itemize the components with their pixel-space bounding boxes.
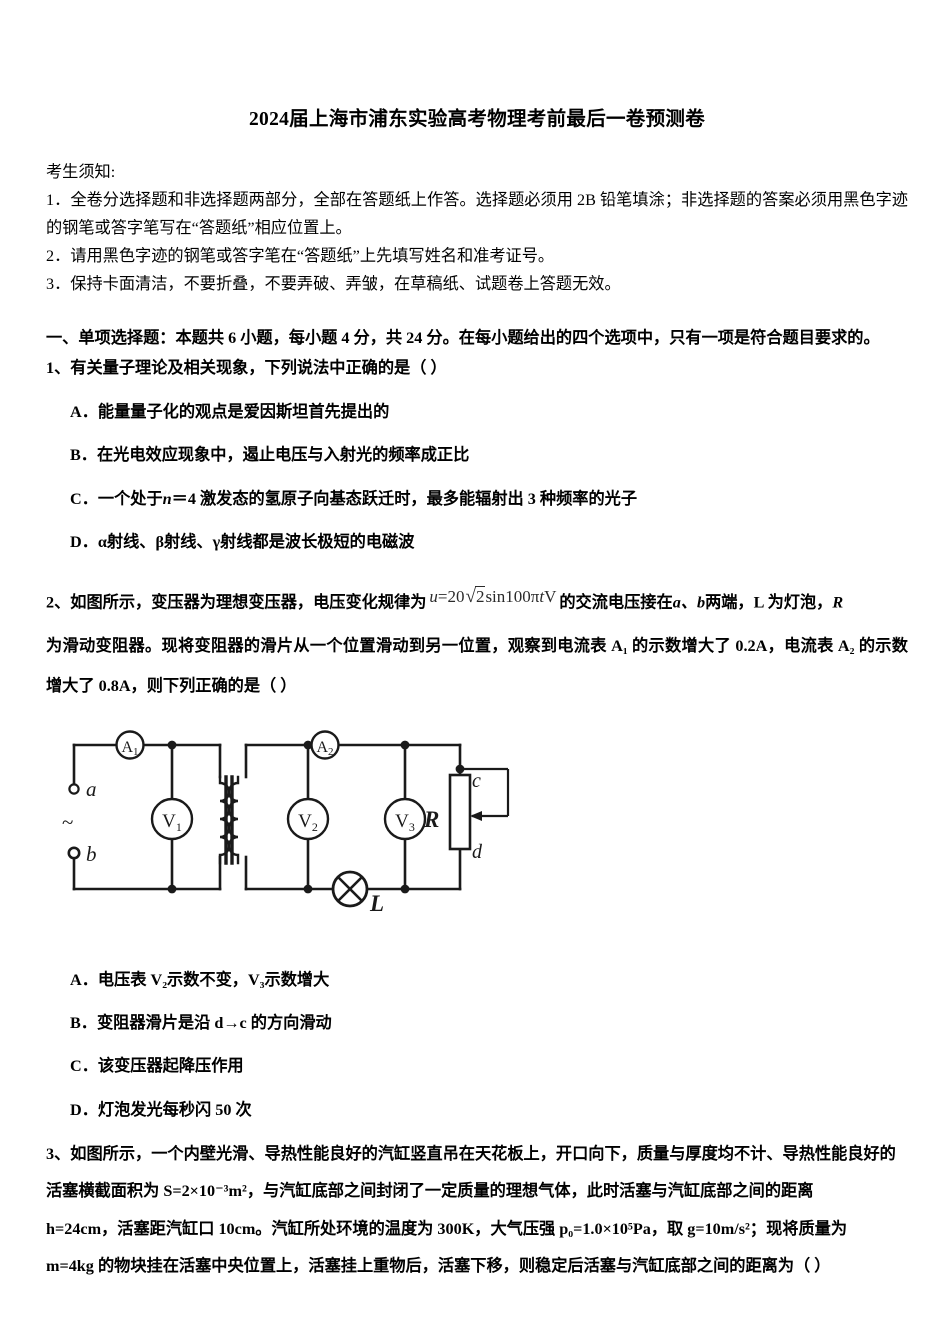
question-2-option-c: C．该变压器起降压作用 — [46, 1054, 908, 1078]
notice-item-1: 1．全卷分选择题和非选择题两部分，全部在答题纸上作答。选择题必须用 2B 铅笔填… — [46, 191, 908, 238]
candidate-notice: 考生须知: 1．全卷分选择题和非选择题两部分，全部在答题纸上作答。选择题必须用 … — [46, 159, 908, 298]
notice-heading: 考生须知: — [46, 163, 116, 182]
option-label-d: D． — [70, 533, 98, 552]
page-content: 2024届上海市浦东实验高考物理考前最后一卷预测卷 考生须知: 1．全卷分选择题… — [46, 0, 908, 1285]
ammeter-1-icon — [115, 730, 145, 760]
question-2-number: 2、 — [46, 593, 71, 612]
question-2-text-mid2: 两端，L 为灯泡， — [705, 593, 833, 612]
question-2-option-b: B．变阻器滑片是沿 d→c 的方向滑动 — [46, 1011, 908, 1035]
terminal-a-label: a — [86, 777, 97, 801]
question-3-number: 3、 — [46, 1145, 71, 1164]
voltmeter-2-icon — [286, 797, 330, 841]
question-3: 3、如图所示，一个内壁光滑、导热性能良好的汽缸竖直吊在天花板上，开口向下，质量与… — [46, 1136, 908, 1285]
circuit-svg: a b ~ A1 V1 V2 A2 V3 — [62, 730, 510, 916]
transformer-circuit-diagram: a b ~ A1 V1 V2 A2 V3 — [60, 721, 908, 946]
rheostat-terminal-c-label: c — [472, 770, 481, 792]
option-label-c: C． — [70, 1057, 98, 1076]
section-heading: 一、单项选择题：本题共 6 小题，每小题 4 分，共 24 分。在每小题给出的四… — [46, 328, 880, 347]
formula-equals: = — [437, 587, 448, 607]
terminal-b-dot — [67, 846, 81, 860]
question-1-option-d: D．α射线、β射线、γ射线都是波长极短的电磁波 — [46, 530, 908, 554]
notice-item-2: 2．请用黑色字迹的钢笔或答字笔在“答题纸”上先填写姓名和准考证号。 — [46, 246, 555, 265]
question-2-text-mid: 的交流电压接在 — [559, 593, 673, 612]
question-1-text: 有关量子理论及相关现象，下列说法中正确的是（ ） — [70, 358, 447, 377]
option-text-d: α射线、β射线、γ射线都是波长极短的电磁波 — [97, 533, 415, 552]
junction-dots — [167, 740, 465, 894]
formula-unit: V — [544, 587, 557, 607]
voltmeter-3-icon — [383, 797, 427, 841]
radicand: 2 — [474, 586, 486, 607]
sqrt-symbol: √2 — [465, 576, 486, 618]
question-1-option-a: A．能量量子化的观点是爱因斯坦首先提出的 — [46, 400, 908, 424]
radical-sign: √ — [465, 586, 476, 608]
question-2-text-pre: 如图所示，变压器为理想变压器，电压变化规律为 — [70, 593, 427, 612]
option-text-c-post: ＝4 激发态的氢原子向基态跃迁时，最多能辐射出 3 种频率的光子 — [171, 489, 638, 508]
notice-item-3: 3．保持卡面清洁，不要折叠，不要弄破、弄皱，在草稿纸、试题卷上答题无效。 — [46, 274, 621, 293]
question-1-stem: 1、有关量子理论及相关现象，下列说法中正确的是（ ） — [46, 355, 908, 381]
option-label-d: D． — [70, 1100, 98, 1119]
rheostat-arrow-head-icon — [470, 810, 482, 821]
ammeter-1-label: A1 — [121, 739, 138, 758]
question-1-option-b: B．在光电效应现象中，遏止电压与入射光的频率成正比 — [46, 443, 908, 467]
question-3-line-4: m=4kg 的物块挂在活塞中央位置上，活塞挂上重物后，活塞下移，则稳定后活塞与汽… — [46, 1256, 831, 1275]
rheostat-terminal-d-label: d — [472, 841, 483, 863]
option-label-b: B． — [70, 446, 97, 465]
formula-time-var: t — [539, 587, 545, 607]
question-2-stem-line2: 为滑动变阻器。现将变阻器的滑片从一个位置滑动到另一位置，观察到电流表 A₁ 的示… — [46, 637, 908, 696]
option-label-a: A． — [70, 403, 98, 422]
voltmeter-2-label: V2 — [298, 811, 318, 834]
page-title: 2024届上海市浦东实验高考物理考前最后一卷预测卷 — [249, 109, 705, 130]
option-text-a: 能量量子化的观点是爱因斯坦首先提出的 — [97, 403, 390, 422]
terminals-ab-ref: a、b — [672, 593, 706, 612]
lamp-cross-icon — [337, 876, 363, 902]
variable-n: n — [162, 489, 172, 508]
formula-ac-voltage: u=20√2sin100πtV — [426, 576, 559, 618]
option-label-a: A． — [70, 970, 98, 989]
option-text-c: 该变压器起降压作用 — [97, 1057, 244, 1076]
voltmeter-3-label: V3 — [395, 811, 415, 834]
rheostat-body-icon — [448, 773, 472, 851]
terminal-a-dot — [68, 783, 80, 795]
option-label-c: C． — [70, 489, 98, 508]
question-3-line-1: 3、如图所示，一个内壁光滑、导热性能良好的汽缸竖直吊在天花板上，开口向下，质量与… — [46, 1136, 908, 1173]
question-3-line-3: h=24cm，活塞距汽缸口 10cm。汽缸所处环境的温度为 300K，大气压强 … — [46, 1219, 848, 1238]
terminal-b-label: b — [86, 842, 97, 866]
voltmeter-1-icon — [150, 797, 194, 841]
voltmeter-1-label: V1 — [162, 811, 182, 834]
option-text-d: 灯泡发光每秒闪 50 次 — [97, 1100, 252, 1119]
option-text-c-pre: 一个处于 — [97, 489, 163, 508]
option-label-b: B． — [70, 1014, 97, 1033]
ammeter-2-label: A2 — [316, 739, 333, 758]
option-text-b: 变阻器滑片是沿 d→c 的方向滑动 — [96, 1014, 332, 1033]
formula-lhs: u — [429, 587, 438, 607]
option-text-b: 在光电效应现象中，遏止电压与入射光的频率成正比 — [96, 446, 470, 465]
rheostat-ref: R — [832, 593, 844, 612]
question-1-number: 1、 — [46, 358, 71, 377]
option-text-a: 电压表 V₂示数不变，V₃示数增大 — [97, 970, 330, 989]
lamp-label: L — [369, 891, 384, 916]
question-2-option-a: A．电压表 V₂示数不变，V₃示数增大 — [46, 968, 908, 992]
ac-source-icon: ~ — [62, 810, 73, 834]
question-1-option-c: C．一个处于n＝4 激发态的氢原子向基态跃迁时，最多能辐射出 3 种频率的光子 — [46, 487, 908, 511]
question-3-text-1: 如图所示，一个内壁光滑、导热性能良好的汽缸竖直吊在天花板上，开口向下，质量与厚度… — [70, 1145, 896, 1164]
formula-trig: sin100π — [485, 587, 540, 607]
question-3-line-2: 活塞横截面积为 S=2×10⁻³m²，与汽缸底部之间封闭了一定质量的理想气体，此… — [46, 1182, 814, 1201]
question-2-option-d: D．灯泡发光每秒闪 50 次 — [46, 1098, 908, 1122]
formula-coefficient: 20 — [447, 587, 465, 607]
rheostat-label: R — [423, 807, 439, 832]
